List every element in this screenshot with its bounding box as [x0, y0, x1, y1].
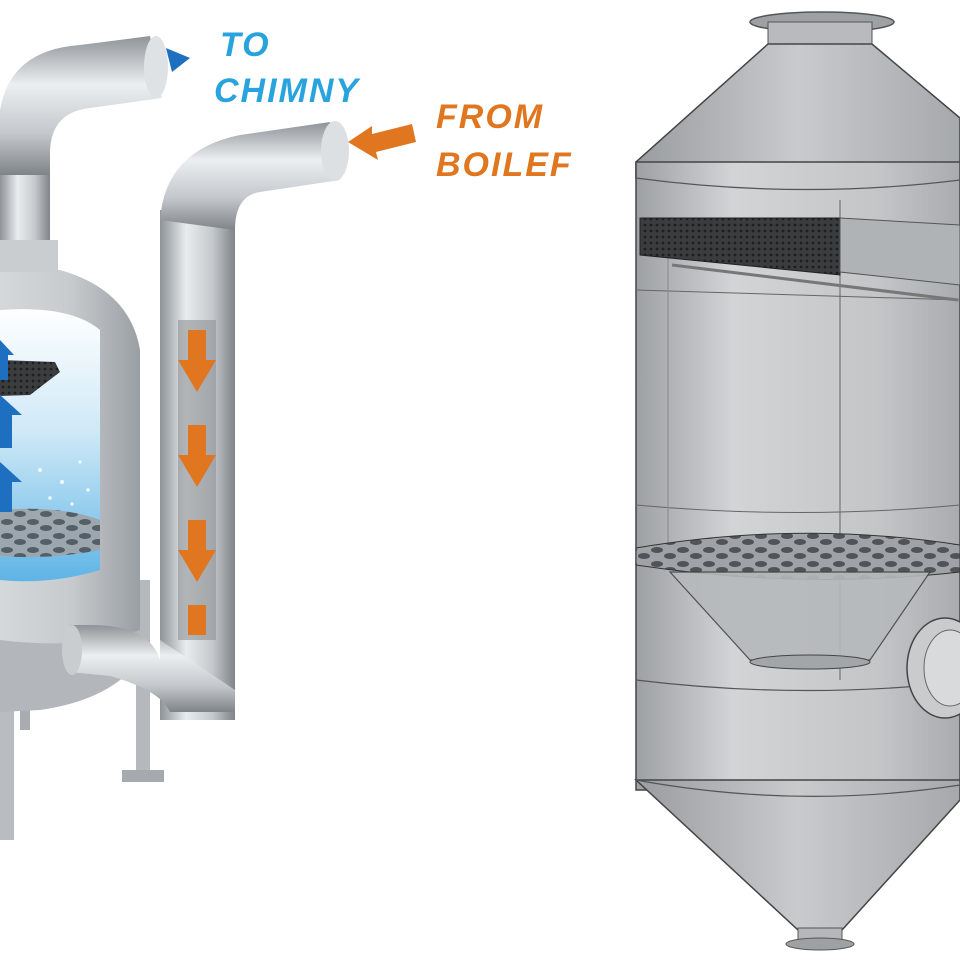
inner-funnel-bottom [749, 654, 871, 670]
to-chimney-label-line1: TO [220, 26, 271, 64]
support-rail [671, 263, 959, 302]
right-tank-cutaway [634, 11, 960, 951]
arrow-up-icon [0, 340, 14, 380]
demister-frame [839, 217, 960, 286]
arrow-down-icon [178, 330, 216, 392]
support-leg [0, 690, 14, 840]
inlet-duct [62, 121, 349, 720]
demister-pad [639, 217, 841, 276]
support-leg [20, 700, 30, 730]
inlet-duct-top-elbow [160, 122, 340, 230]
outlet-duct-end [144, 36, 168, 98]
outlet-duct-elbow [0, 36, 162, 175]
spray-droplets [38, 460, 90, 506]
arrow-down-icon [178, 425, 216, 487]
inlet-duct-bottom-elbow [67, 625, 235, 712]
flow-band [188, 605, 206, 635]
packing-tray [0, 360, 60, 396]
to-chimney-label-line2: CHIMNY [214, 72, 361, 110]
tank-bottom-flange [785, 937, 855, 951]
triangle-right-up-icon [166, 48, 190, 72]
support-leg-foot [122, 770, 164, 782]
side-inlet-opening [923, 629, 960, 707]
arrow-up-icon [0, 462, 22, 512]
tank-ring [635, 779, 960, 797]
from-boiler-label-line2: BOILEF [436, 146, 573, 184]
tank-top-cone [635, 43, 960, 179]
outlet-label-group: TO CHIMNY [166, 26, 361, 110]
left-scrubber-assembly [0, 36, 349, 840]
arrow-down-icon [178, 520, 216, 582]
tank-top-nozzle [767, 21, 873, 45]
up-flow-arrows [0, 340, 22, 512]
inner-funnel [668, 571, 932, 661]
tank-ring [635, 289, 960, 301]
tank-ring [635, 177, 960, 191]
arrow-left-icon [348, 124, 416, 160]
perforated-plate [0, 508, 100, 558]
inlet-duct-end [321, 121, 349, 181]
tank-bottom-cone [634, 779, 960, 931]
from-boiler-label-line1: FROM [436, 98, 544, 136]
inlet-duct-outlet [62, 625, 82, 675]
outlet-collar [0, 240, 58, 272]
tank-ring [635, 504, 960, 513]
down-flow-arrows [178, 330, 216, 635]
arrow-up-icon [0, 395, 22, 448]
inlet-label-group: FROM BOILEF [348, 98, 573, 184]
